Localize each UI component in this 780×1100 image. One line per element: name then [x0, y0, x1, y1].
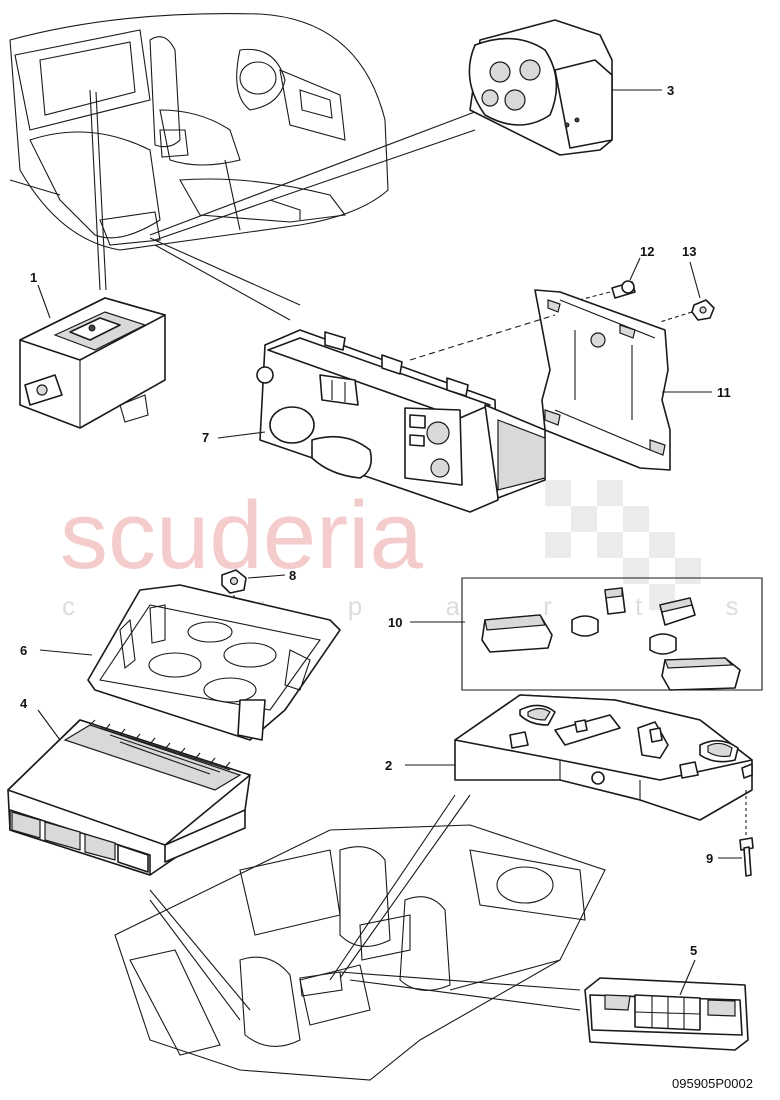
callout-3: 3 — [667, 83, 674, 98]
part-7-seat-switch — [217, 329, 546, 513]
part-1-switch-box — [19, 284, 166, 429]
part-12-screw — [559, 257, 641, 306]
part-8-nut — [221, 569, 286, 651]
part-3-seat-module — [468, 19, 662, 156]
car-interior-top-illustration — [9, 12, 481, 321]
callout-2: 2 — [385, 758, 392, 773]
diagram-reference-code: 095905P0002 — [672, 1076, 753, 1091]
part-11-bracket — [534, 289, 712, 471]
callout-5: 5 — [690, 943, 697, 958]
callout-7: 7 — [202, 430, 209, 445]
callout-6: 6 — [20, 643, 27, 658]
part-13-nut — [659, 261, 715, 323]
part-6-tray — [39, 584, 341, 741]
callout-1: 1 — [30, 270, 37, 285]
car-interior-bottom-illustration — [114, 794, 606, 1081]
callout-11: 11 — [717, 385, 731, 400]
part-5-window-switch-panel — [584, 959, 749, 1051]
callout-8: 8 — [289, 568, 296, 583]
callout-13: 13 — [682, 244, 696, 259]
part-4-control-unit — [7, 709, 251, 876]
part-9-bolt — [718, 790, 754, 877]
part-10-button-kit — [410, 577, 763, 691]
part-2-switch-housing — [405, 694, 753, 821]
callout-12: 12 — [640, 244, 654, 259]
watermark-brand: scuderia — [60, 482, 423, 589]
callout-9: 9 — [706, 851, 713, 866]
dashed-guide-7-11 — [409, 314, 556, 361]
callout-4: 4 — [20, 696, 28, 711]
callout-10: 10 — [388, 615, 402, 630]
